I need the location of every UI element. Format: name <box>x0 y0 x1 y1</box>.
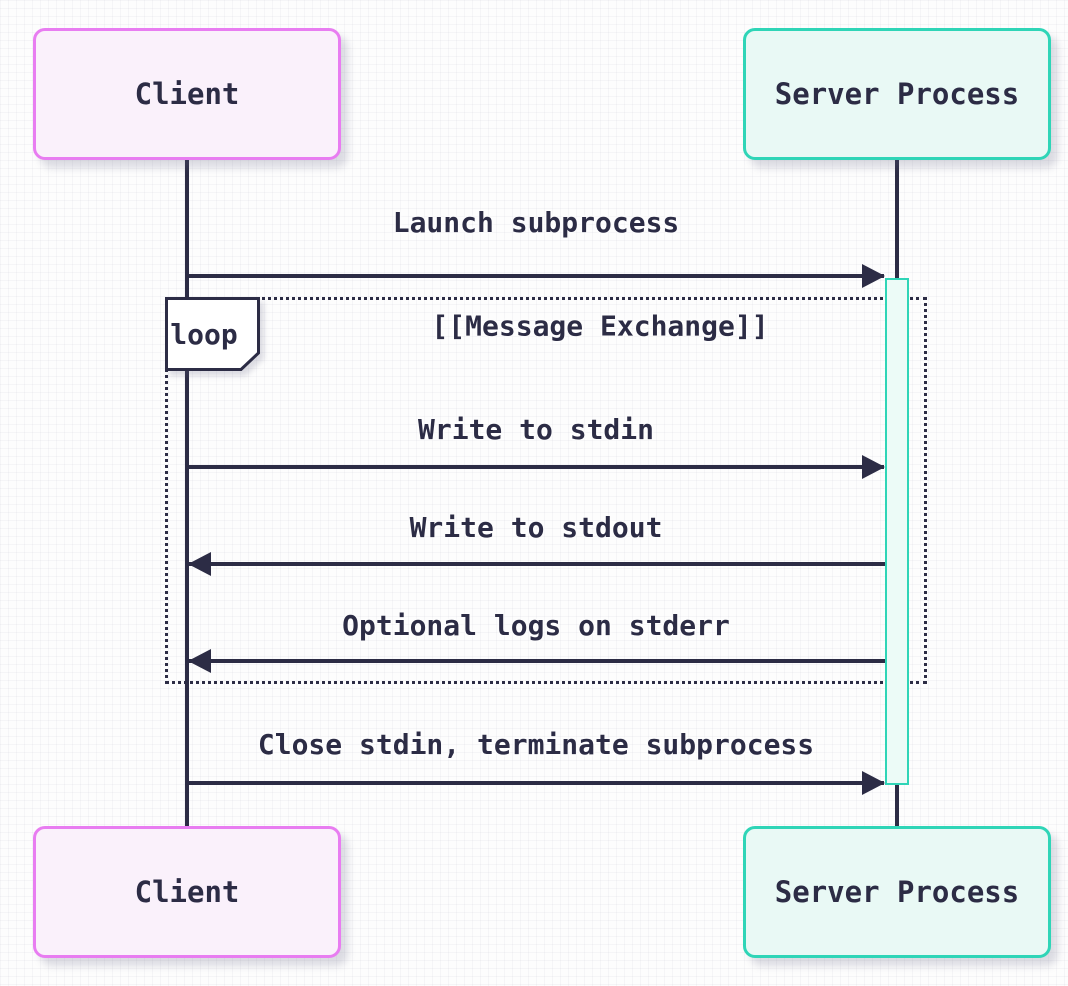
arrowhead-right-icon <box>862 455 885 479</box>
loop-frame <box>165 297 927 684</box>
actor-box-client-top: Client <box>33 28 341 160</box>
arrow-line <box>187 781 884 785</box>
actor-box-client-bottom: Client <box>33 826 341 958</box>
message-arrow-write-to-stdout <box>188 552 885 576</box>
arrow-line <box>189 659 885 663</box>
arrowhead-left-icon <box>188 552 211 576</box>
activation-bar-server <box>885 278 909 785</box>
actor-label-server-bottom: Server Process <box>774 875 1020 909</box>
message-label-launch-subprocess: Launch subprocess <box>392 206 680 239</box>
message-arrow-optional-logs-on-stderr <box>188 649 885 673</box>
message-label-close-stdin-terminate-subprocess: Close stdin, terminate subprocess <box>257 728 815 761</box>
message-label-optional-logs-on-stderr: Optional logs on stderr <box>342 609 730 642</box>
message-label-write-to-stdout: Write to stdout <box>409 511 663 544</box>
actor-box-server-bottom: Server Process <box>743 826 1051 958</box>
arrowhead-right-icon <box>862 264 885 288</box>
arrowhead-right-icon <box>862 771 885 795</box>
actor-label-client-top: Client <box>134 77 240 111</box>
arrowhead-left-icon <box>188 649 211 673</box>
actor-box-server-top: Server Process <box>743 28 1051 160</box>
message-arrow-close-stdin-terminate-subprocess <box>187 771 885 795</box>
loop-label-shape <box>165 297 260 371</box>
loop-keyword: loop <box>170 317 238 351</box>
loop-title: [[Message Exchange]] <box>431 309 769 343</box>
lifeline-client <box>185 160 189 826</box>
message-label-write-to-stdin: Write to stdin <box>417 413 655 446</box>
arrow-line <box>187 465 884 469</box>
message-arrow-write-to-stdin <box>187 455 885 479</box>
message-arrow-launch-subprocess <box>187 264 885 288</box>
arrow-line <box>189 562 885 566</box>
actor-label-client-bottom: Client <box>134 875 240 909</box>
arrow-line <box>187 274 884 278</box>
actor-label-server-top: Server Process <box>774 77 1020 111</box>
